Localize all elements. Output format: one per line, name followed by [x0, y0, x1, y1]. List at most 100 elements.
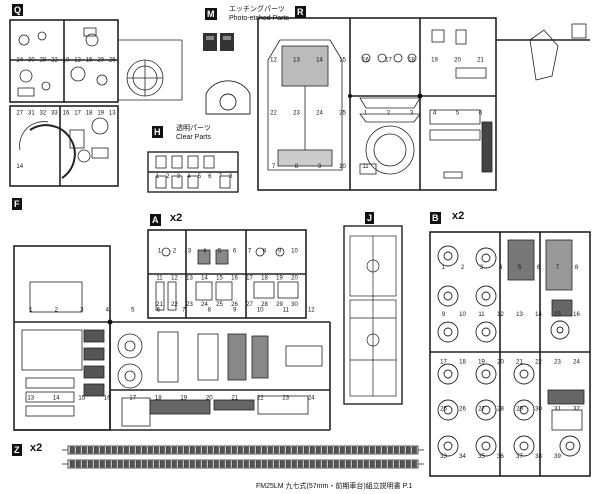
part-number: 5 — [198, 174, 202, 180]
sprue-z-multiplier: x2 — [30, 442, 43, 454]
part-number: 21 — [156, 302, 163, 308]
part-number: 9 — [442, 312, 446, 318]
track-link — [315, 446, 321, 454]
part-number: 5 — [518, 265, 522, 271]
track-link — [411, 446, 417, 454]
part-number: 21 — [477, 57, 484, 63]
part-number: 29 — [516, 407, 523, 413]
part-number: 37 — [516, 454, 523, 460]
sprue-q-parts — [17, 27, 183, 179]
part-number: 8 — [575, 265, 579, 271]
track-link — [111, 460, 117, 468]
part-number: 3 — [177, 174, 181, 180]
track-link — [387, 460, 393, 468]
part-number: 12 — [497, 312, 504, 318]
part-number: 39 — [554, 454, 561, 460]
track-link — [363, 460, 369, 468]
track-link — [315, 460, 321, 468]
part-number: 16 — [231, 275, 238, 281]
sprue-b-multiplier: x2 — [452, 210, 465, 222]
sprue-m-parts — [203, 33, 234, 51]
track-link — [75, 460, 81, 468]
part-number: 32 — [40, 111, 47, 117]
part-number: 18 — [459, 359, 466, 365]
track-link — [267, 460, 273, 468]
track-link — [261, 446, 267, 454]
part-number: 7 — [556, 265, 560, 271]
part-number: 26 — [231, 302, 238, 308]
track-link — [183, 446, 189, 454]
part-number: 25 — [339, 111, 346, 117]
part-number: 14 — [201, 275, 208, 281]
part-number: 1 — [29, 308, 33, 314]
track-link — [393, 446, 399, 454]
track-link — [171, 460, 177, 468]
sprue-h-label: H — [152, 126, 163, 138]
track-link — [225, 460, 231, 468]
part-number: 4 — [187, 174, 191, 180]
part-number: 19 — [97, 111, 104, 117]
part-number: 2 — [166, 174, 170, 180]
track-link — [249, 460, 255, 468]
track-link — [321, 446, 327, 454]
track-link — [327, 446, 333, 454]
part-number: 7 — [248, 249, 252, 255]
part-number: 15 — [78, 396, 85, 402]
track-link — [291, 460, 297, 468]
track-link — [135, 460, 141, 468]
sprue-b-label: B — [430, 212, 441, 224]
part-number: 10 — [257, 308, 264, 314]
track-link — [411, 460, 417, 468]
track-link — [219, 446, 225, 454]
track-link — [159, 446, 165, 454]
track-link — [327, 460, 333, 468]
sprue-a-multiplier: x2 — [170, 212, 183, 224]
sprue-f-frame — [13, 245, 331, 431]
part-number: 22 — [270, 111, 277, 117]
track-link — [297, 446, 303, 454]
track-link — [201, 460, 207, 468]
part-number: 15 — [339, 57, 346, 63]
track-link — [243, 446, 249, 454]
part-number: 19 — [431, 57, 438, 63]
part-number: 13 — [293, 57, 300, 63]
part-number: 36 — [497, 454, 504, 460]
track-link — [285, 460, 291, 468]
part-number: 7 — [182, 308, 186, 314]
sprue-j-label: J — [365, 212, 375, 224]
part-number: 3 — [80, 308, 84, 314]
part-number: 27 — [246, 302, 253, 308]
part-number: 16 — [362, 57, 369, 63]
part-number: 17 — [129, 396, 136, 402]
sprue-f-label: F — [12, 198, 22, 210]
part-number: 24 — [308, 396, 315, 402]
track-link — [351, 446, 357, 454]
part-number: 10 — [291, 249, 298, 255]
sprue-q-label: Q — [12, 4, 24, 16]
track-link — [345, 446, 351, 454]
part-number: 21 — [231, 396, 238, 402]
part-number: 34 — [459, 454, 466, 460]
track-link — [387, 446, 393, 454]
part-number: 25 — [216, 302, 223, 308]
part-number: 12 — [308, 308, 315, 314]
part-number: 14 — [535, 312, 542, 318]
track-link — [159, 460, 165, 468]
track-link — [183, 460, 189, 468]
track-link — [285, 446, 291, 454]
track-link — [267, 446, 273, 454]
part-number: 10 — [63, 57, 70, 63]
part-number: 10 — [459, 312, 466, 318]
track-link — [279, 460, 285, 468]
part-number: 17 — [74, 111, 81, 117]
part-number: 28 — [261, 302, 268, 308]
sprue-r-label: R — [295, 6, 306, 18]
track-link — [339, 460, 345, 468]
sprue-f-connectors — [107, 319, 113, 325]
track-link — [99, 446, 105, 454]
part-number: 5 — [456, 111, 460, 117]
part-number: 20 — [206, 396, 213, 402]
track-link — [357, 446, 363, 454]
